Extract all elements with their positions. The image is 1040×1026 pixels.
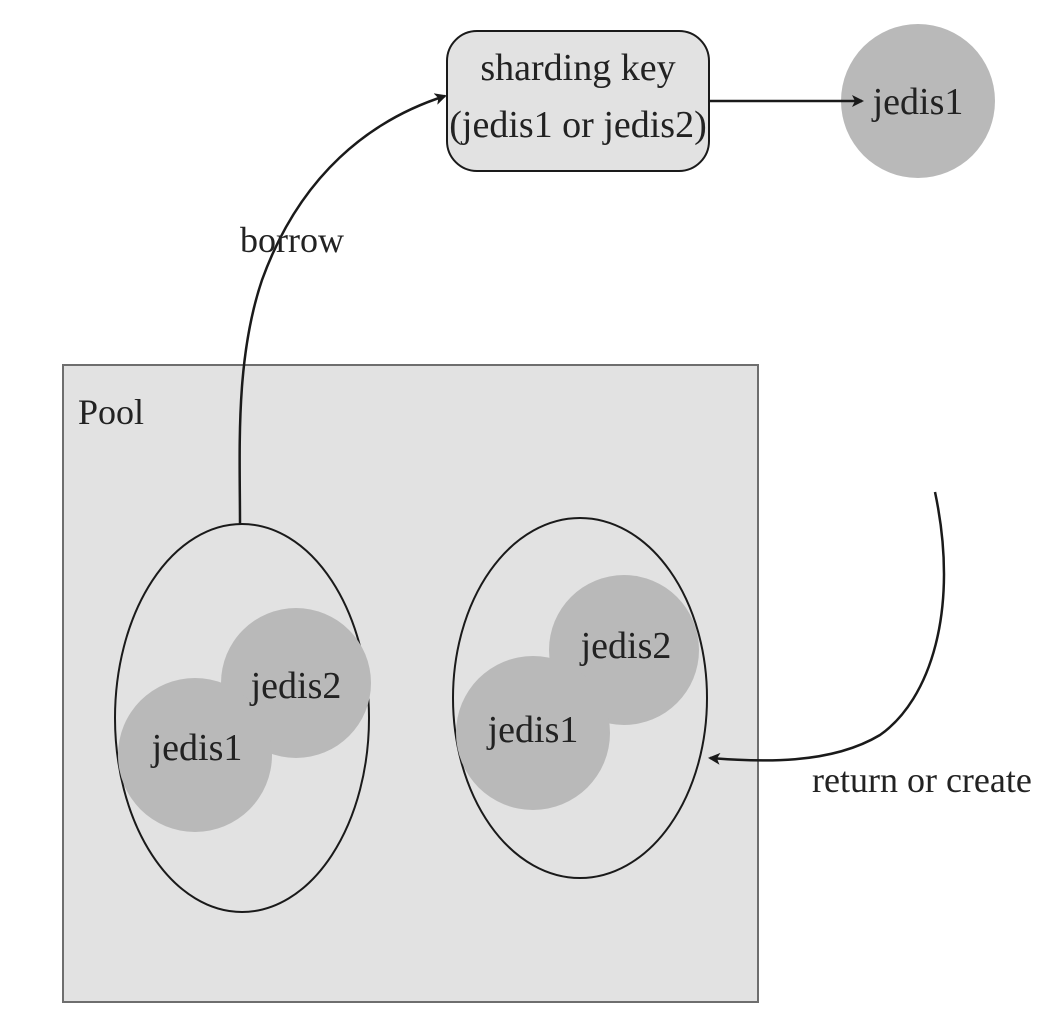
pool-title: Pool <box>78 392 144 432</box>
result-node-jedis1 <box>841 24 995 178</box>
left-group-label-jedis1: jedis1 <box>150 727 243 769</box>
left-group-label-jedis2: jedis2 <box>249 665 342 707</box>
pool-group-right <box>452 517 708 879</box>
pool-group-left <box>114 523 370 913</box>
right-group-label-jedis1: jedis1 <box>486 709 579 751</box>
right-group-label-jedis2: jedis2 <box>579 625 672 667</box>
arrow-return-or-create <box>708 491 946 765</box>
sharding-key-label-line2: (jedis1 or jedis2) <box>449 104 707 146</box>
return-or-create-label: return or create <box>812 760 1032 800</box>
borrow-label: borrow <box>240 220 344 260</box>
arrow-borrow <box>238 93 447 525</box>
right-group-node-jedis1 <box>456 656 610 810</box>
result-node-label: jedis1 <box>871 81 964 123</box>
sharding-key-label-line1: sharding key <box>480 47 675 89</box>
left-group-node-jedis1 <box>118 678 272 832</box>
